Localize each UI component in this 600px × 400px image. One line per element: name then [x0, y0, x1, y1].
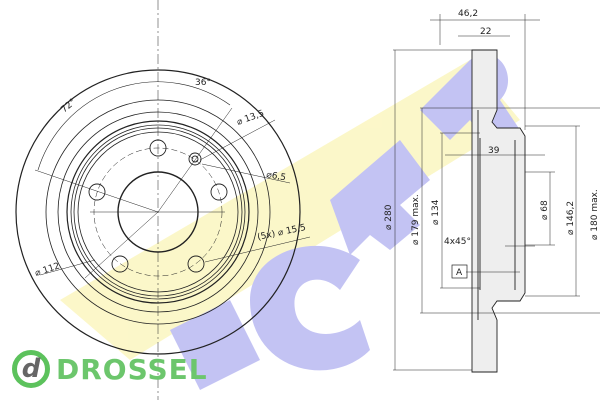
dia-112-label: ⌀ 112 [34, 261, 61, 278]
dia-280-label: ⌀ 280 [384, 204, 394, 230]
dia-146-2-label: ⌀ 146,2 [566, 201, 576, 235]
front-view [15, 0, 311, 400]
datum-box [451, 264, 468, 279]
dia-180-label: ⌀ 180 max. [590, 189, 600, 240]
depth-39-label: 39 [488, 146, 500, 156]
logo-text: DROSSEL [56, 352, 208, 386]
side-view [393, 14, 600, 373]
dia-6-5-label: ⌀6,5 [265, 170, 286, 183]
logo-mark-icon: d [12, 350, 50, 388]
width-22-label: 22 [480, 27, 491, 37]
dia-134-label: ⌀ 134 [431, 199, 441, 225]
dia-13-5-label: ⌀ 13,5 [236, 109, 266, 128]
chamfer-label: 4x45° [444, 237, 471, 247]
icer-watermark [60, 54, 520, 390]
drossel-logo: d DROSSEL [12, 350, 208, 388]
angle-36-label: 36° [195, 78, 211, 88]
dia-179-label: ⌀ 179 max. [411, 194, 421, 245]
dia-68-label: ⌀ 68 [540, 200, 550, 220]
datum-a-label: A [456, 268, 463, 278]
width-46-2-label: 46,2 [458, 9, 478, 19]
